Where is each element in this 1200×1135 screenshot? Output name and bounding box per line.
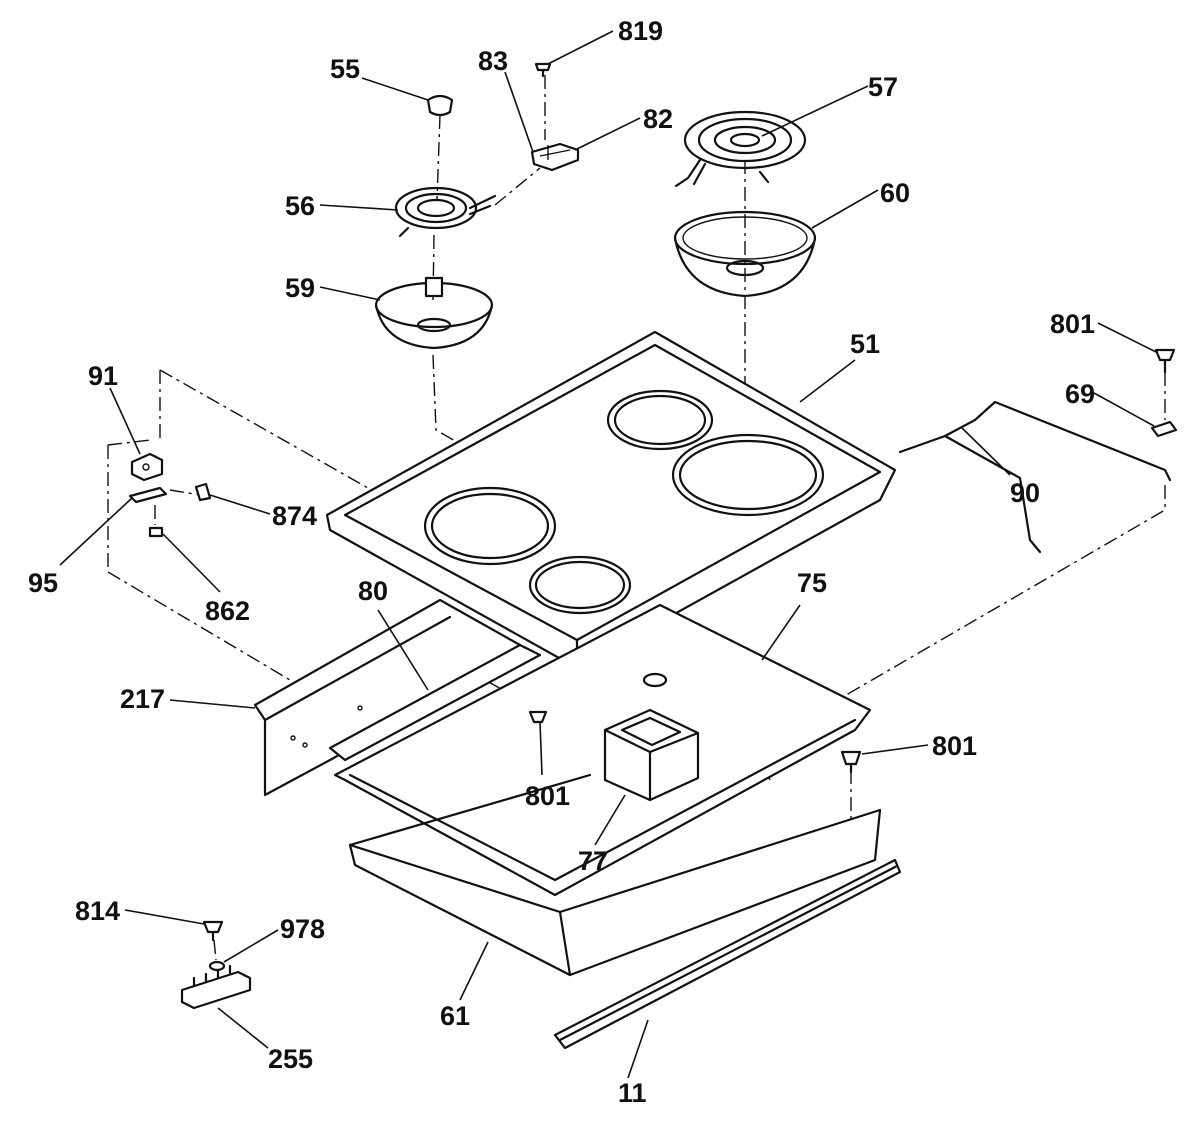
callout-80: 80 — [358, 576, 388, 606]
callout-83: 83 — [478, 46, 508, 76]
callout-82: 82 — [643, 104, 673, 134]
callout-60: 60 — [880, 178, 910, 208]
callout-55: 55 — [330, 54, 360, 84]
callout-56: 56 — [285, 191, 315, 221]
callout-255: 255 — [268, 1044, 313, 1074]
part-69-clip — [1150, 420, 1178, 438]
part-60-large-drip-pan — [673, 210, 817, 298]
part-77-box — [603, 708, 700, 802]
leader-lines — [59, 30, 1157, 1079]
part-801-screw-right — [840, 750, 862, 774]
part-814-screw — [202, 920, 224, 942]
callout-57: 57 — [868, 72, 898, 102]
callout-801-middle: 801 — [525, 781, 570, 811]
part-11-front-strip — [553, 858, 902, 1050]
callout-69: 69 — [1065, 379, 1095, 409]
part-56-small-surface-element — [394, 186, 497, 238]
part-862-screw — [148, 526, 164, 538]
part-61-bottom-pan — [348, 773, 882, 977]
part-90-wire-frame — [898, 400, 1172, 554]
callout-59: 59 — [285, 273, 315, 303]
part-80-strip — [328, 643, 542, 762]
callout-217: 217 — [120, 684, 165, 714]
callout-51: 51 — [850, 329, 880, 359]
part-801-screw-middle — [528, 710, 548, 724]
callout-91: 91 — [88, 361, 118, 391]
part-978-nut — [208, 960, 226, 972]
callout-75: 75 — [797, 568, 827, 598]
part-91-bracket — [130, 452, 164, 482]
part-255-terminal-block — [180, 964, 252, 1010]
callout-814: 814 — [75, 896, 120, 926]
part-55-knob — [426, 94, 454, 117]
callout-801-right: 801 — [932, 731, 977, 761]
part-819-screw — [534, 62, 552, 78]
part-217-rear-channel — [253, 598, 522, 797]
part-59-small-drip-pan — [374, 276, 494, 350]
part-95-plate — [128, 486, 168, 504]
callout-978: 978 — [280, 914, 325, 944]
part-874-screw — [194, 482, 212, 502]
callout-819: 819 — [618, 16, 663, 46]
callout-862: 862 — [205, 596, 250, 626]
part-801-screw-upper — [1154, 348, 1176, 374]
part-82-receptacle — [530, 142, 580, 172]
part-75-lower-tray — [333, 603, 872, 897]
part-57-large-surface-element — [674, 110, 807, 188]
callout-11: 11 — [618, 1078, 647, 1108]
part-51-cooktop — [325, 330, 897, 670]
callout-801-upper: 801 — [1050, 309, 1095, 339]
callout-labels: 55 819 83 82 57 56 60 59 51 801 69 91 90… — [28, 16, 1095, 1108]
callout-61: 61 — [440, 1001, 470, 1031]
callout-77: 77 — [578, 846, 608, 876]
callout-874: 874 — [272, 501, 317, 531]
callout-95: 95 — [28, 568, 58, 598]
callout-90: 90 — [1010, 478, 1040, 508]
